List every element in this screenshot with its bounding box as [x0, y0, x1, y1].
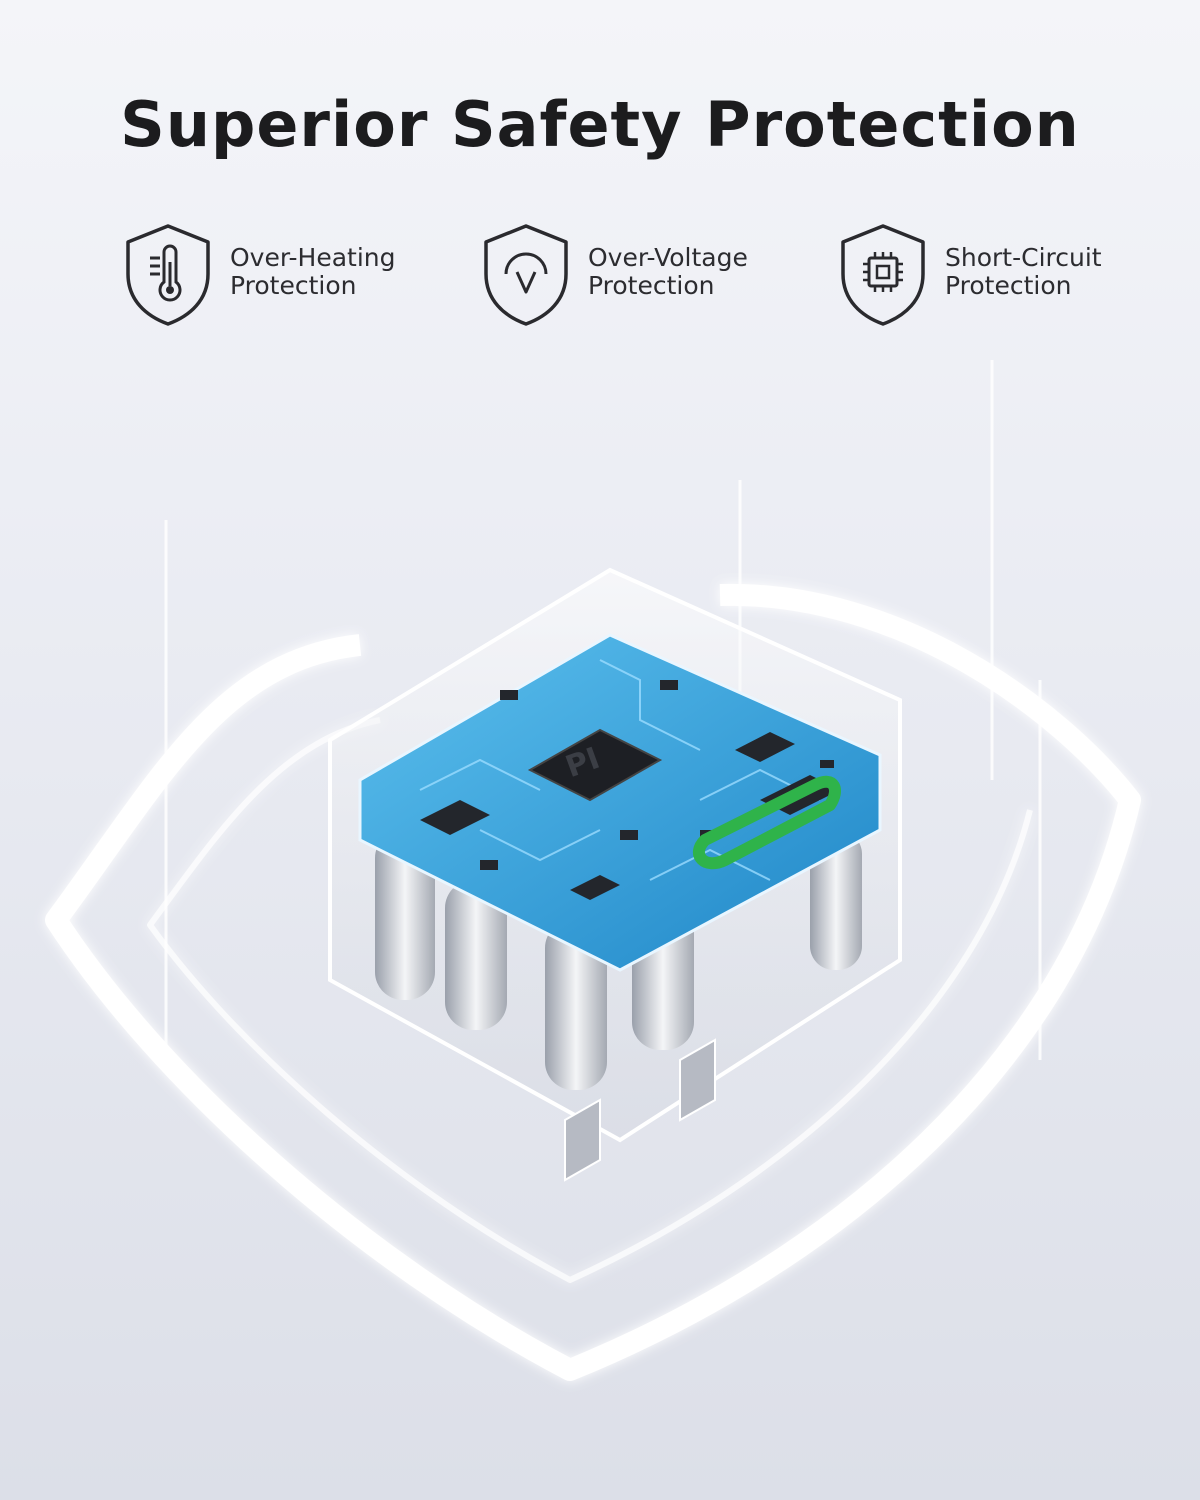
usb-c-port [693, 775, 841, 870]
charger-illustration: PI [45, 360, 1141, 1381]
thermometer-icon [126, 224, 210, 326]
feature-label-line1: Over-Voltage [588, 243, 748, 272]
feature-label: Over-Heating Protection [230, 244, 396, 300]
circuit-traces [419, 659, 821, 881]
main-chip: PI [527, 728, 663, 802]
feature-label-line1: Short-Circuit [945, 243, 1102, 272]
feature-label: Short-Circuit Protection [945, 244, 1102, 300]
voltage-icon [484, 224, 568, 326]
feature-label: Over-Voltage Protection [588, 244, 748, 300]
glow-shield [45, 583, 1141, 1381]
feature-label-line2: Protection [945, 271, 1072, 300]
feature-label-line2: Protection [230, 271, 357, 300]
feature-label-line1: Over-Heating [230, 243, 396, 272]
charger-body: PI [328, 567, 902, 1182]
plug-prongs [564, 1038, 716, 1182]
pcb-board [358, 633, 882, 972]
chip-icon [841, 224, 925, 326]
feature-label-line2: Protection [588, 271, 715, 300]
page-title: Superior Safety Protection [120, 88, 1080, 161]
